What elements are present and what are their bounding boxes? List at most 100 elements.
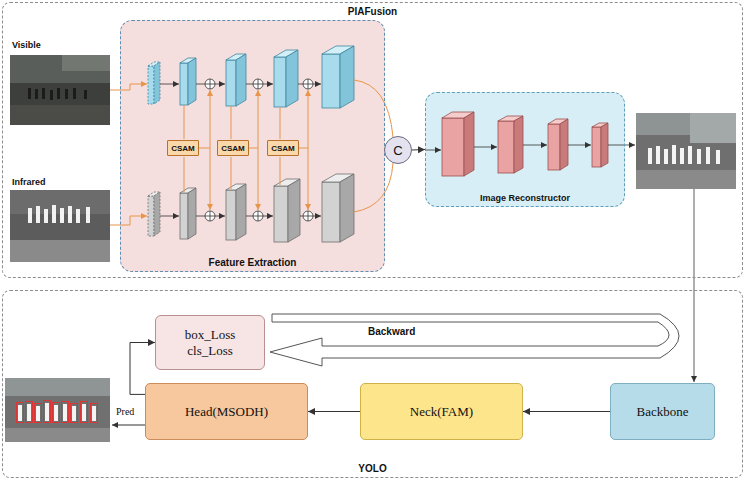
detection-image	[63, 404, 67, 421]
infrared-image	[68, 206, 72, 223]
stream-flow	[160, 216, 179, 217]
fused-image	[690, 113, 736, 143]
detection-image	[5, 378, 110, 396]
infrared-feature-block	[322, 182, 340, 242]
reconstructor-block	[601, 123, 608, 167]
reconstructor-flow	[694, 189, 695, 382]
stream-flow	[300, 216, 303, 217]
infrared-image	[36, 206, 40, 223]
box-label: Head(MSODH)	[185, 404, 268, 420]
visible-feature-block	[286, 50, 298, 107]
image-lead	[110, 216, 147, 225]
attention-wire	[354, 80, 393, 137]
panel-title: Feature Extraction	[209, 257, 297, 268]
add-symbol	[205, 211, 215, 221]
backward-arrow	[270, 314, 679, 366]
detection-image	[81, 402, 88, 423]
reconstructor-block	[560, 119, 568, 170]
visible-image	[62, 55, 110, 71]
fused-image	[636, 113, 736, 189]
stream-flow	[160, 84, 321, 216]
fused-image	[656, 146, 660, 164]
visible-image	[10, 105, 110, 125]
attention-wire	[258, 148, 259, 210]
stream-flow	[263, 216, 273, 217]
reconstructor-flow	[568, 145, 591, 146]
reconstructor-flow	[608, 145, 635, 146]
panel-fill	[425, 92, 625, 207]
add-symbol	[205, 79, 215, 89]
visible-feature-block	[148, 66, 154, 104]
visible-feature-block	[154, 62, 160, 104]
add-symbol	[205, 211, 215, 221]
infrared-feature-block	[340, 174, 354, 242]
reconstructor-flow	[523, 145, 547, 146]
infrared-image	[76, 209, 80, 223]
visible-feature-block	[148, 46, 354, 108]
detection-image	[72, 406, 76, 421]
attention-wire	[280, 157, 281, 185]
attention-wire	[249, 148, 258, 149]
fused-image	[648, 148, 652, 164]
infrared-feature-block	[148, 196, 154, 236]
flow-arrow	[412, 149, 425, 151]
infrared-feature-block	[226, 190, 236, 240]
flow-label: Pred	[116, 406, 134, 417]
attention-wire	[184, 80, 393, 212]
fused-image	[706, 147, 710, 164]
detection-image	[5, 378, 110, 442]
feature-panel: Feature Extraction CSAM CSAM CSAM	[120, 20, 385, 272]
infrared-image	[10, 190, 110, 262]
add-symbol	[253, 211, 263, 221]
visible-feature-block	[340, 46, 354, 108]
detection-image	[71, 404, 78, 423]
attention-wire	[210, 148, 211, 210]
reconstructor-block	[548, 124, 560, 170]
fused-image	[697, 149, 701, 164]
backward-arrow	[270, 314, 679, 366]
stream-flow	[160, 84, 179, 85]
visible-image	[35, 89, 38, 99]
box-label: CSAM	[221, 144, 245, 153]
attention-wire	[199, 148, 210, 149]
reconstructor-block	[464, 112, 474, 176]
visible-image	[73, 88, 76, 99]
box-label: CSAM	[271, 144, 295, 153]
infrared-image	[52, 205, 56, 223]
input-label: Infrared	[12, 177, 46, 187]
reconstructor-block	[498, 121, 514, 173]
infrared-image	[10, 240, 110, 262]
visible-feature-block	[236, 54, 246, 106]
stream-flow	[313, 84, 321, 85]
infrared-feature-block	[148, 174, 354, 242]
add-symbol	[205, 79, 313, 221]
panel-fill	[120, 20, 385, 272]
infrared-feature-block	[154, 192, 160, 236]
image-lead	[110, 84, 147, 90]
box-label: C	[393, 143, 402, 158]
reconstructor-block	[442, 112, 608, 176]
box-label: CSAM	[171, 144, 195, 153]
fused-image	[672, 145, 676, 164]
detection-image	[82, 404, 86, 421]
infrared-feature-block	[236, 184, 246, 240]
detection-image	[35, 404, 42, 423]
attention-wire	[280, 107, 281, 139]
visible-feature-block	[274, 57, 286, 107]
infrared-feature-block	[288, 179, 300, 242]
concat-circle: C	[384, 136, 412, 164]
reconstructor-flow	[426, 150, 441, 151]
attention-wire	[231, 157, 232, 189]
stream-flow	[215, 216, 225, 217]
attention-wire	[231, 106, 232, 139]
reconstructor-block	[592, 127, 601, 167]
infrared-feature-block	[274, 186, 288, 242]
visible-image	[42, 88, 45, 99]
attention-box: CSAM	[167, 140, 199, 156]
box-label: Neck(FAM)	[410, 404, 473, 420]
infrared-feature-block	[188, 188, 196, 239]
detection-image	[27, 404, 31, 421]
stream-flow	[298, 84, 303, 85]
visible-image	[10, 55, 110, 125]
